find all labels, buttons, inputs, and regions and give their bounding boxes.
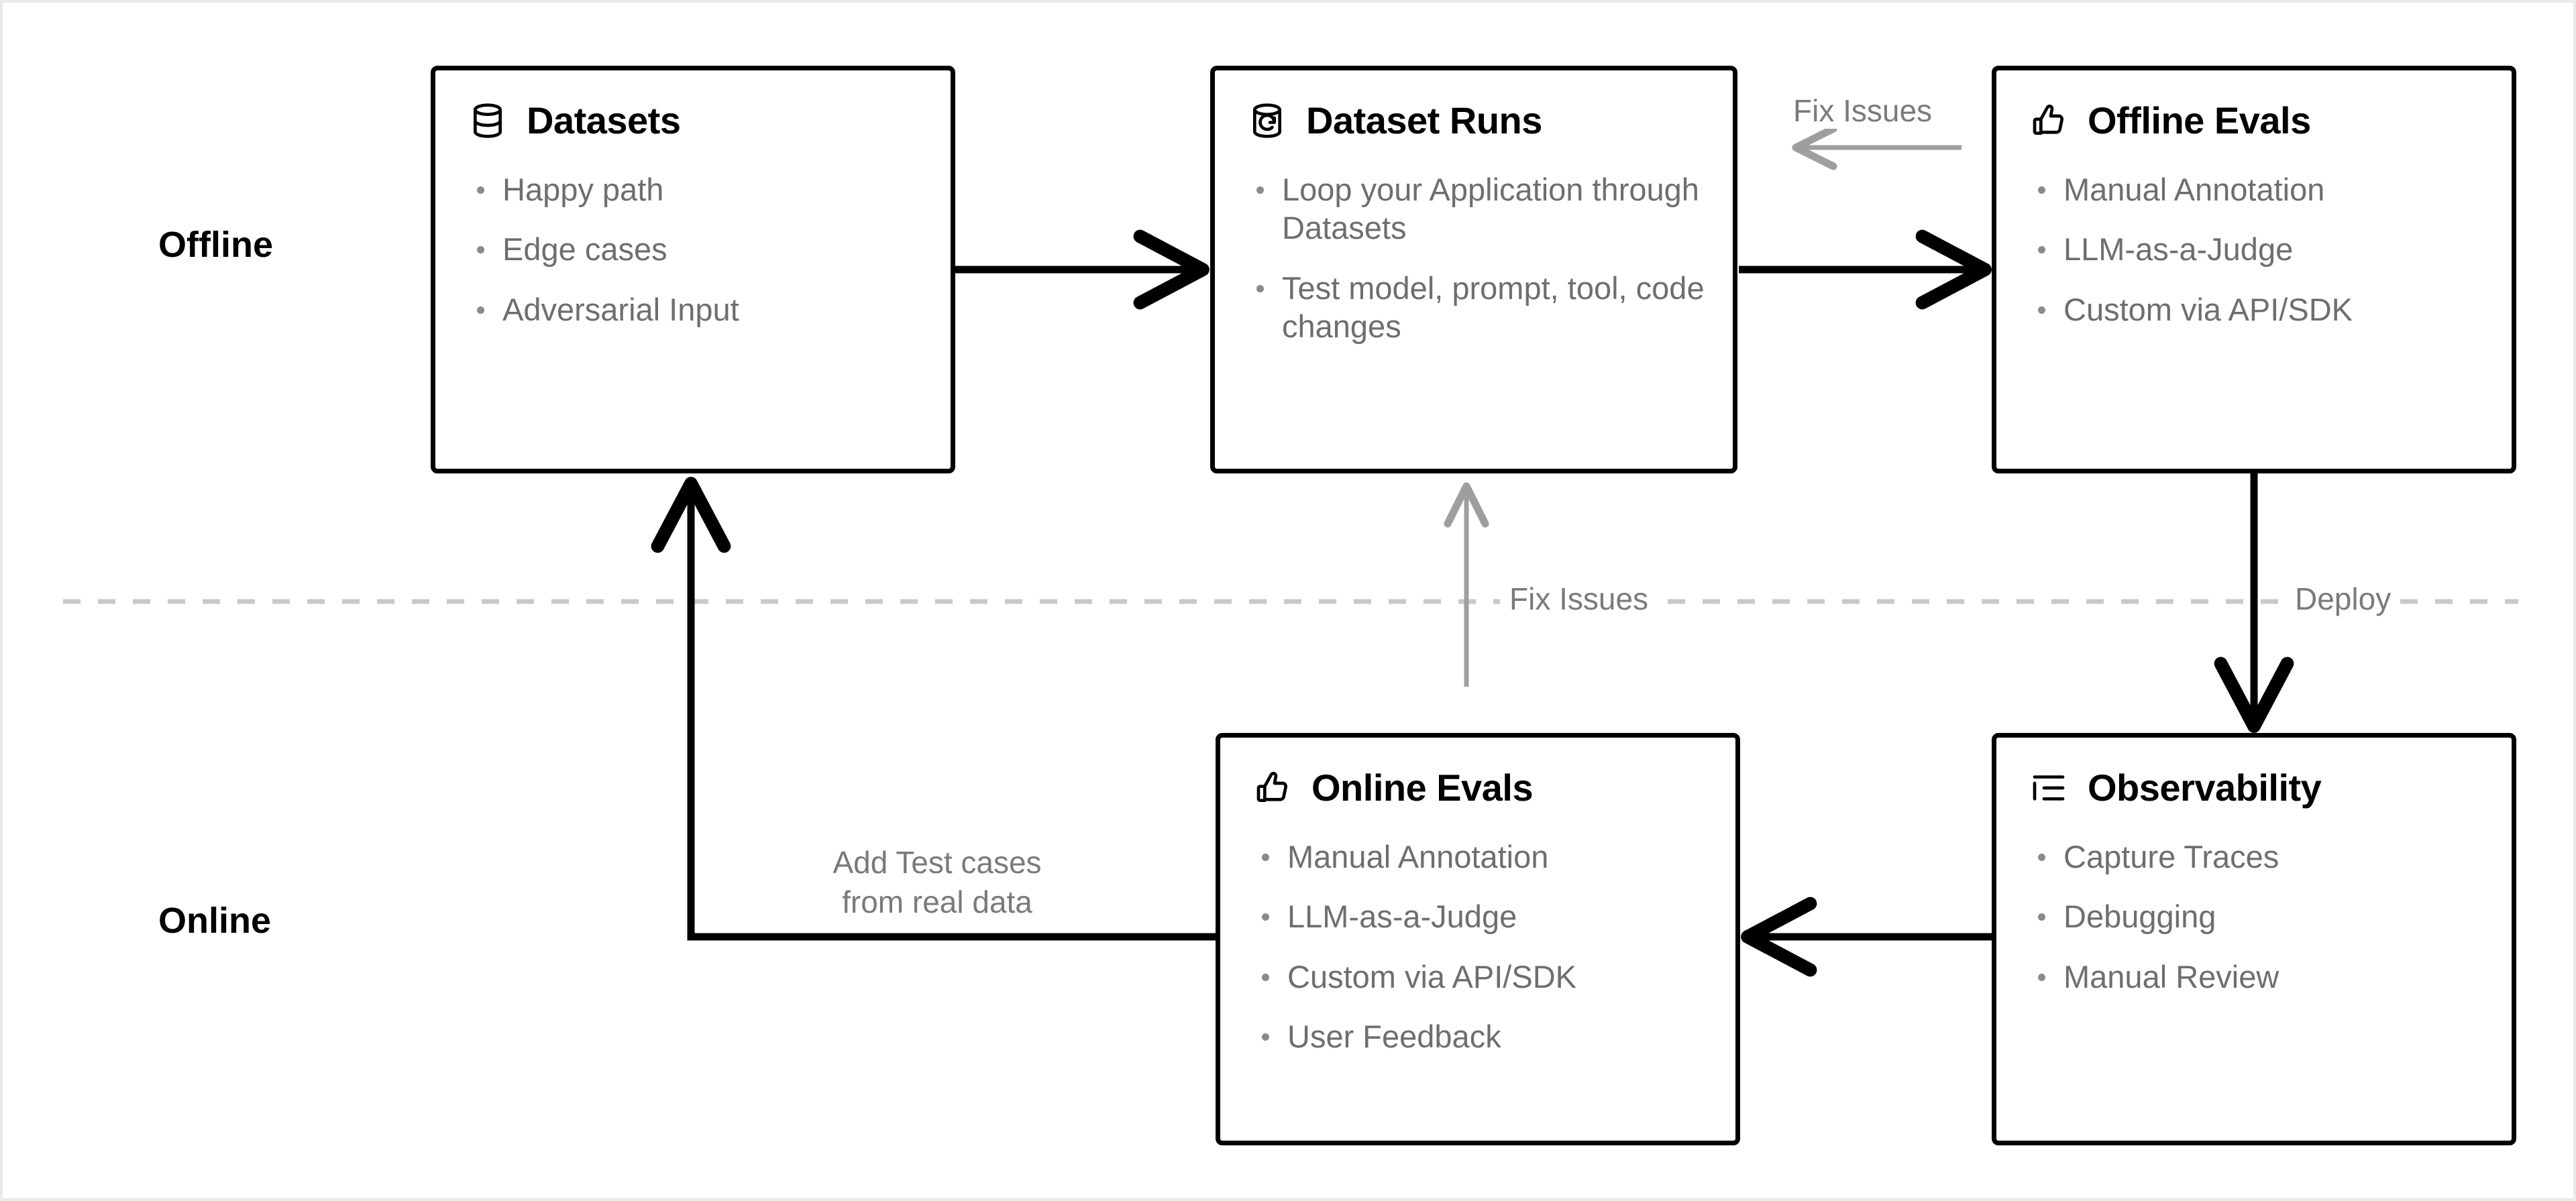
list-item: Manual Annotation bbox=[2030, 170, 2487, 209]
node-dataset-runs-bullets: Loop your Application through Datasets T… bbox=[1215, 170, 1733, 345]
node-datasets-bullets: Happy path Edge cases Adversarial Input bbox=[435, 170, 951, 329]
node-observability-title: Observability bbox=[2088, 766, 2322, 809]
list-item: LLM-as-a-Judge bbox=[1254, 897, 1711, 935]
edge-label-add-test-cases-line1: Add Test cases bbox=[833, 845, 1042, 880]
node-observability[interactable]: Observability Capture Traces Debugging M… bbox=[1992, 733, 2516, 1145]
list-item: Custom via API/SDK bbox=[1254, 958, 1711, 996]
database-icon bbox=[474, 103, 502, 138]
node-datasets-title: Datasets bbox=[527, 99, 681, 141]
node-datasets[interactable]: Datasets Happy path Edge cases Adversari… bbox=[431, 66, 955, 473]
list-item: Manual Annotation bbox=[1254, 838, 1711, 876]
node-offline-evals-bullets: Manual Annotation LLM-as-a-Judge Custom … bbox=[1996, 170, 2512, 329]
list-item: Adversarial Input bbox=[469, 290, 926, 329]
list-item: Debugging bbox=[2030, 897, 2487, 935]
section-label-offline: Offline bbox=[158, 225, 273, 265]
database-refresh-icon bbox=[1253, 103, 1281, 138]
edge-label-fix-issues-middle: Fix Issues bbox=[1500, 581, 1658, 617]
node-observability-bullets: Capture Traces Debugging Manual Review bbox=[1996, 838, 2512, 996]
node-dataset-runs-title: Dataset Runs bbox=[1306, 99, 1542, 141]
node-online-evals-title: Online Evals bbox=[1311, 766, 1534, 809]
list-item: Capture Traces bbox=[2030, 838, 2487, 876]
list-indent-icon bbox=[2033, 775, 2065, 801]
node-offline-evals[interactable]: Offline Evals Manual Annotation LLM-as-a… bbox=[1992, 66, 2516, 473]
node-online-evals-header: Online Evals bbox=[1220, 738, 1735, 809]
thumbs-up-icon bbox=[2033, 104, 2063, 135]
list-item: Edge cases bbox=[469, 230, 926, 268]
edge-label-deploy: Deploy bbox=[2286, 581, 2401, 617]
edge-label-fix-issues-top: Fix Issues bbox=[1784, 93, 1942, 129]
node-offline-evals-header: Offline Evals bbox=[1996, 70, 2512, 142]
list-item: LLM-as-a-Judge bbox=[2030, 230, 2487, 268]
node-dataset-runs[interactable]: Dataset Runs Loop your Application throu… bbox=[1210, 66, 1737, 473]
list-item: Loop your Application through Datasets bbox=[1248, 170, 1709, 247]
edge-label-add-test-cases: Add Test cases from real data bbox=[816, 843, 1058, 922]
edge-label-add-test-cases-line2: from real data bbox=[842, 884, 1032, 919]
node-observability-header: Observability bbox=[1996, 738, 2512, 809]
node-online-evals[interactable]: Online Evals Manual Annotation LLM-as-a-… bbox=[1216, 733, 1740, 1145]
node-online-evals-bullets: Manual Annotation LLM-as-a-Judge Custom … bbox=[1220, 838, 1735, 1055]
node-offline-evals-title: Offline Evals bbox=[2088, 99, 2311, 141]
node-dataset-runs-header: Dataset Runs bbox=[1215, 70, 1733, 142]
thumbs-up-icon bbox=[1256, 771, 1287, 802]
node-datasets-header: Datasets bbox=[435, 70, 951, 142]
list-item: Manual Review bbox=[2030, 958, 2487, 996]
list-item: Test model, prompt, tool, code changes bbox=[1248, 269, 1709, 346]
list-item: Happy path bbox=[469, 170, 926, 209]
list-item: Custom via API/SDK bbox=[2030, 290, 2487, 329]
section-label-online: Online bbox=[158, 901, 272, 941]
list-item: User Feedback bbox=[1254, 1017, 1711, 1055]
